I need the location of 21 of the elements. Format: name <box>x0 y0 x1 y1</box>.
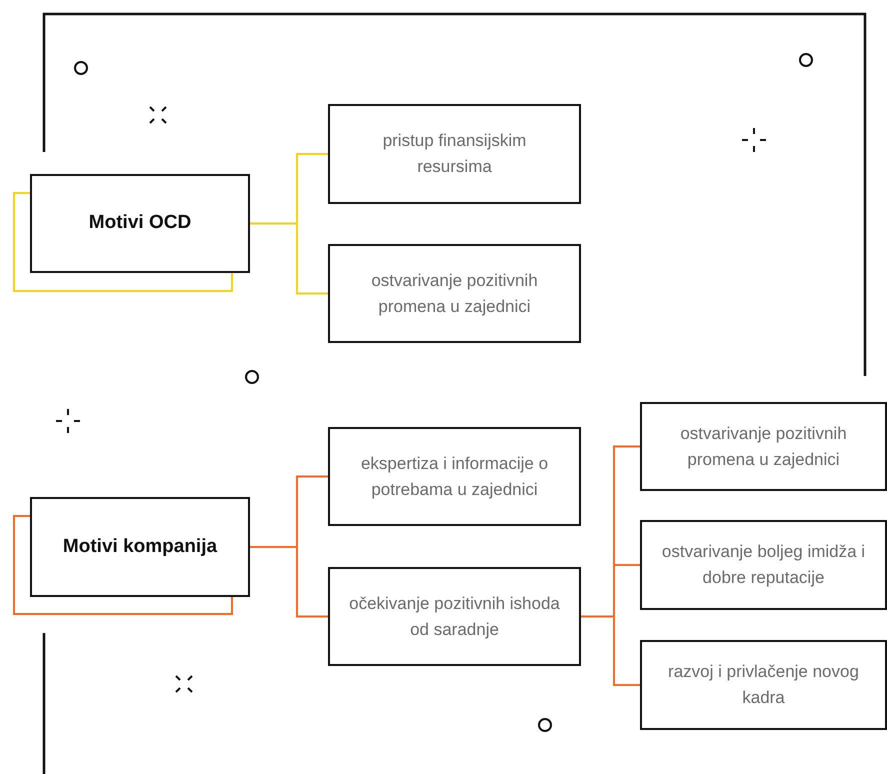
text-box <box>328 427 581 526</box>
box-text: ostvarivanje boljeg imidža i dobre reputacije <box>660 541 866 589</box>
heading-text: Motivi OCD <box>88 211 192 236</box>
box-text: očekivanje pozitivnih ishoda od saradnje <box>348 592 561 640</box>
text-box <box>640 640 887 730</box>
box-text: pristup finansijskim resursima <box>382 130 528 178</box>
connector-line <box>581 616 640 686</box>
connector-line <box>250 222 328 294</box>
box-text: ostvarivanje pozitivnih promena u zajednici <box>679 422 848 470</box>
text-box <box>640 402 887 491</box>
text-box <box>328 244 581 343</box>
text-box <box>30 174 250 273</box>
box-text: ekspertiza i informacije o potrebama u zajednici <box>360 452 550 500</box>
box-text: ostvarivanje pozitivnih promena u zajednici <box>370 270 539 318</box>
text-box <box>328 104 581 204</box>
text-box <box>328 567 581 666</box>
connector-line <box>250 546 328 618</box>
heading-text: Motivi kompanija <box>62 534 218 559</box>
text-box <box>30 497 250 597</box>
text-box <box>640 520 887 610</box>
box-text: razvoj i privlačenje novog kadra <box>667 661 860 709</box>
